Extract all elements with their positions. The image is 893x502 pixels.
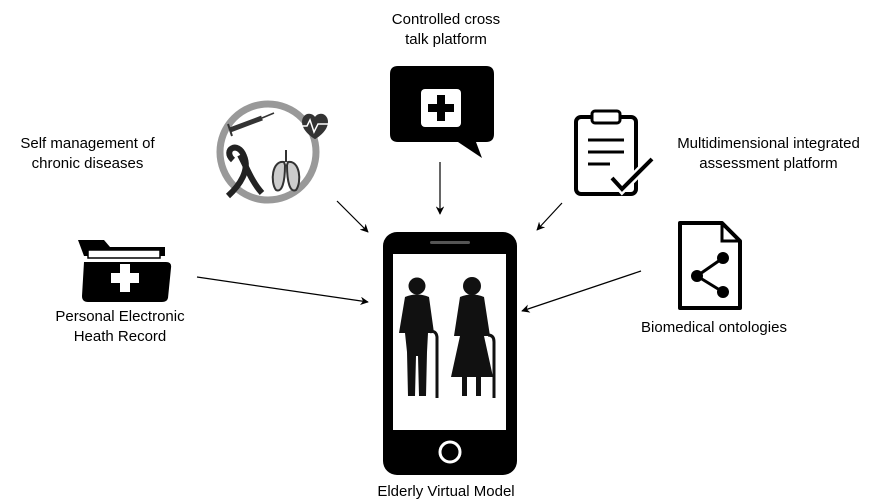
label-line: Biomedical ontologies [641,319,787,336]
smartphone-elderly-couple-icon [383,232,517,475]
medical-folder-icon [78,240,172,302]
awareness-ribbon-icon [225,144,265,199]
syringe-icon [227,112,275,137]
label-line: talk platform [405,31,487,48]
label-self-management-chronic-diseases: Self management of chronic diseases [0,134,175,174]
label-biomedical-ontologies: Biomedical ontologies [604,318,824,338]
center-label: Elderly Virtual Model [377,483,515,500]
label-elderly-virtual-model: Elderly Virtual Model [346,482,546,502]
label-controlled-cross-talk-platform: Controlled cross talk platform [346,10,546,50]
clipboard-check-icon [574,109,656,196]
label-line: Multidimensional integrated [677,135,860,152]
arrow-self-to-center [336,200,369,233]
lungs-icon [271,150,301,192]
label-line: Heath Record [73,328,167,345]
elderly-man-figure [399,277,439,398]
heart-pulse-icon [300,113,330,140]
medical-chat-bubble-icon [390,66,494,158]
share-document-icon [678,221,742,310]
arrow-onto-to-center [521,270,642,313]
label-line: Controlled cross [391,11,501,28]
label-multidimensional-assessment-platform: Multidimensional integrated assessment p… [646,134,891,174]
label-line: Self management of [20,135,155,152]
label-line: assessment platform [699,155,838,172]
connector-arrows [196,162,642,313]
label-line: Personal Electronic [55,308,185,325]
arrow-multi-to-center [536,202,563,231]
elderly-woman-figure [451,277,496,398]
label-line: chronic diseases [31,155,144,172]
arrow-ehr-to-center [196,276,369,306]
chronic-disease-cycle-icon [216,100,330,204]
label-personal-electronic-health-record: Personal Electronic Heath Record [20,307,220,347]
